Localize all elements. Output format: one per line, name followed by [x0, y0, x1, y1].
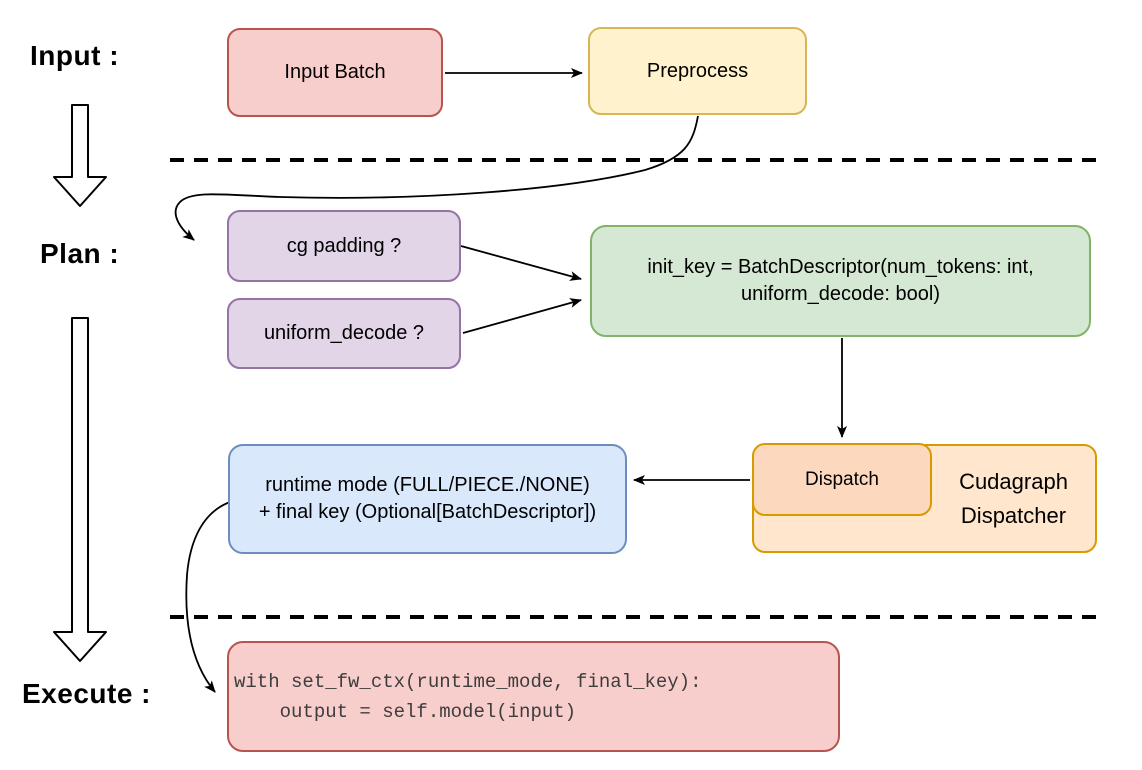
cg-padding-label: cg padding ?: [286, 234, 402, 257]
runtime-mode-label: runtime mode (FULL/PIECE./NONE) + final …: [259, 472, 596, 526]
runtime-mode-line-2: + final key (Optional[BatchDescriptor]): [258, 501, 597, 523]
plan-to-execute-arrow-icon: [53, 317, 107, 662]
execute-stage-label: Execute :: [22, 678, 151, 709]
cudagraph-dispatcher-line-2: Dispatcher: [960, 502, 1067, 528]
init-key-label: init_key = BatchDescriptor(num_tokens: i…: [647, 254, 1033, 308]
plan-stage-label: Plan :: [40, 238, 120, 269]
input-batch-label: Input Batch: [284, 61, 386, 83]
dispatch-label: Dispatch: [805, 469, 879, 490]
arrow-preprocess-to-cg-padding: [174, 115, 699, 241]
preprocess-node: Preprocess: [588, 27, 807, 115]
init-key-node: init_key = BatchDescriptor(num_tokens: i…: [590, 225, 1091, 337]
input-to-plan-arrow-icon: [53, 104, 107, 207]
uniform-decode-label: uniform_decode ?: [263, 322, 425, 344]
execute-code-line-2: output = self.model(input): [234, 700, 577, 723]
uniform-decode-node: uniform_decode ?: [227, 298, 461, 369]
execute-code-text: with set_fw_ctx(runtime_mode, final_key)…: [229, 667, 701, 727]
dispatch-node: Dispatch: [752, 443, 932, 516]
init-key-line-1: init_key = BatchDescriptor(num_tokens: i…: [647, 256, 1034, 278]
arrow-uniform-decode-to-init-key: [462, 298, 582, 334]
runtime-mode-node: runtime mode (FULL/PIECE./NONE) + final …: [228, 444, 627, 554]
execute-code-line-1: with set_fw_ctx(runtime_mode, final_key)…: [234, 670, 702, 693]
runtime-mode-line-1: runtime mode (FULL/PIECE./NONE): [265, 474, 590, 496]
input-batch-node: Input Batch: [227, 28, 443, 117]
init-key-line-2: uniform_decode: bool): [740, 283, 940, 305]
cudagraph-dispatcher-label: Cudagraph Dispatcher: [930, 444, 1097, 553]
cudagraph-dispatcher-line-1: Cudagraph: [959, 468, 1068, 494]
arrow-runtime-mode-to-execute-code: [185, 501, 231, 693]
arrow-cg-padding-to-init-key: [460, 245, 582, 281]
input-stage-label: Input :: [30, 40, 120, 71]
cg-padding-node: cg padding ?: [227, 210, 461, 282]
preprocess-label: Preprocess: [646, 59, 749, 82]
execute-code-node: with set_fw_ctx(runtime_mode, final_key)…: [227, 641, 840, 752]
